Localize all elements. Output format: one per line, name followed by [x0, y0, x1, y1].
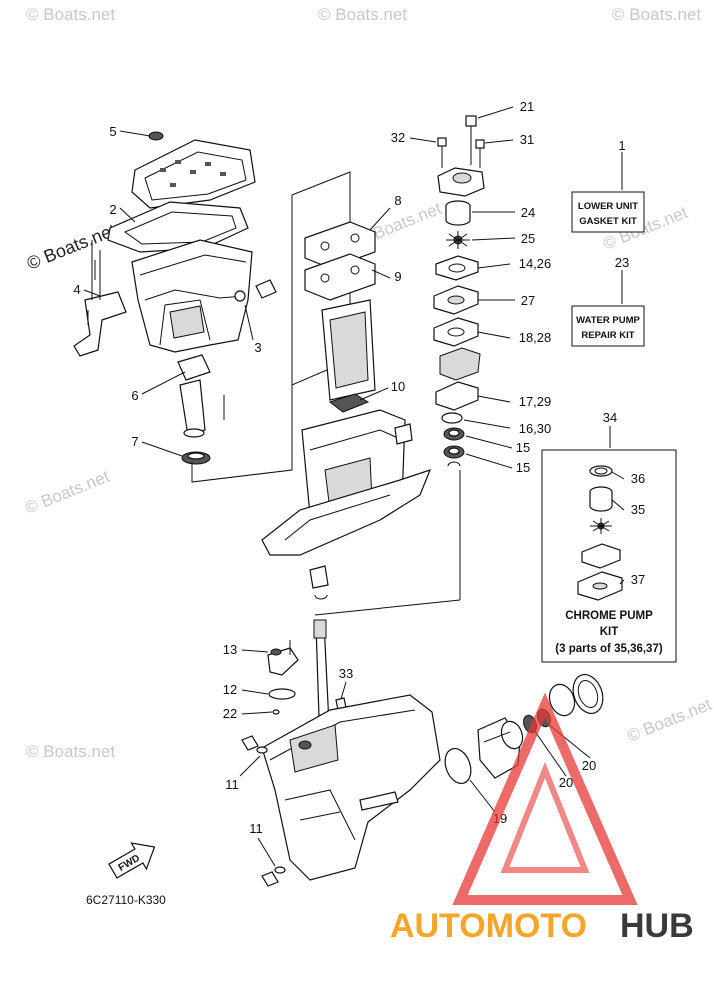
- callout-7: 7: [131, 434, 138, 449]
- callout-11: 11: [225, 777, 239, 792]
- callout-32: 32: [391, 130, 405, 145]
- callout-18-28: 18,28: [519, 330, 552, 345]
- leader-lines: [83, 106, 625, 867]
- logo-triangle: [452, 692, 638, 905]
- watermark: © Boats.net: [624, 695, 714, 746]
- watermark: © Boats.net: [26, 742, 115, 761]
- brand-name-part2: HUB: [620, 907, 694, 945]
- callout-8: 8: [394, 193, 401, 208]
- callout-1: 1: [618, 138, 625, 153]
- forward-arrow: FWD: [108, 842, 156, 879]
- callout-35: 35: [631, 502, 645, 517]
- callout-24: 24: [521, 205, 535, 220]
- callout-20: 20: [559, 775, 573, 790]
- kit-label: CHROME PUMP: [565, 610, 653, 622]
- watermark: © Boats.net: [22, 467, 112, 518]
- callout-12: 12: [223, 682, 237, 697]
- kit-label: WATER PUMP: [576, 315, 640, 326]
- watermark: © Boats.net: [26, 5, 115, 24]
- callout-27: 27: [521, 293, 535, 308]
- callout-5: 5: [109, 124, 116, 139]
- kit-label: LOWER UNIT: [578, 201, 638, 212]
- callout-36: 36: [631, 471, 645, 486]
- callout-14-26: 14,26: [519, 256, 552, 271]
- callout-16-30: 16,30: [519, 421, 552, 436]
- brand-logo: AUTOMOTO HUB: [390, 692, 694, 945]
- callout-15: 15: [516, 460, 530, 475]
- water-pump-parts: [433, 115, 485, 467]
- callout-25: 25: [521, 231, 535, 246]
- callout-21: 21: [520, 99, 534, 114]
- callout-4: 4: [73, 282, 80, 297]
- callout-23: 23: [615, 255, 629, 270]
- callout-10: 10: [391, 379, 405, 394]
- kit-label: REPAIR KIT: [581, 330, 634, 341]
- callout-34: 34: [603, 410, 617, 425]
- callout-22: 22: [223, 706, 237, 721]
- kit-label: KIT: [600, 626, 619, 638]
- chrome-pump-kit-box: CHROME PUMP KIT (3 parts of 35,36,37): [541, 449, 677, 663]
- callout-37: 37: [631, 572, 645, 587]
- upper-casing-assembly: [73, 131, 277, 465]
- kit-label: GASKET KIT: [579, 216, 637, 227]
- callout-33: 33: [339, 666, 353, 681]
- diagram-code: 6C27110-K330: [86, 893, 166, 907]
- callout-17-29: 17,29: [519, 394, 552, 409]
- callout-6: 6: [131, 388, 138, 403]
- watermark: © Boats.net: [612, 5, 701, 24]
- gasket-kit-box: LOWER UNIT GASKET KIT: [571, 191, 645, 233]
- callout-20: 20: [582, 758, 596, 773]
- watermark: © Boats.net: [318, 5, 407, 24]
- callout-13: 13: [223, 642, 237, 657]
- callout-11: 11: [249, 821, 263, 836]
- callout-numbers: 1 2 3 4 5 6 7 8 9 10 11 11 12 13 14,26 1…: [73, 99, 645, 836]
- callout-2: 2: [109, 202, 116, 217]
- center-assembly: [261, 221, 432, 600]
- callout-3: 3: [254, 340, 261, 355]
- watermark: © Boats.net: [24, 220, 119, 274]
- callout-31: 31: [520, 132, 534, 147]
- brand-name-part1: AUTOMOTO: [390, 907, 587, 945]
- water-pump-kit-box: WATER PUMP REPAIR KIT: [571, 305, 645, 347]
- callout-9: 9: [394, 269, 401, 284]
- kit-label: (3 parts of 35,36,37): [555, 643, 663, 655]
- callout-15: 15: [516, 440, 530, 455]
